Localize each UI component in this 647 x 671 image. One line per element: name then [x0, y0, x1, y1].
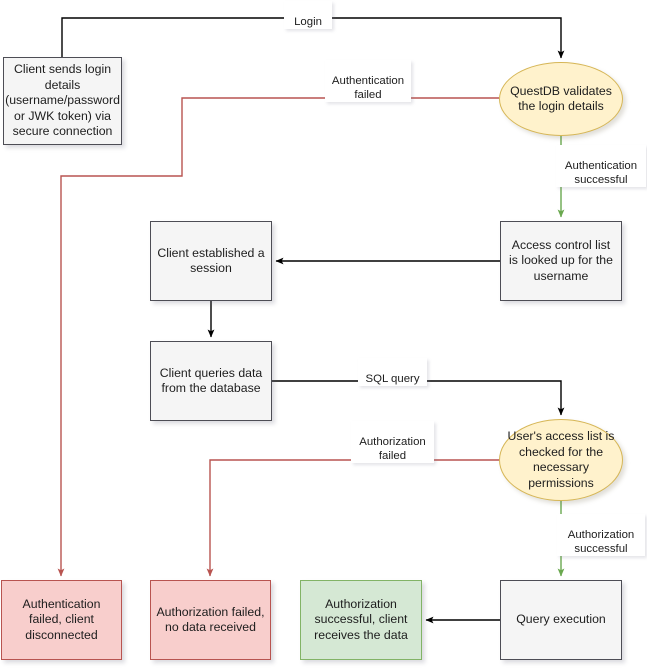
node-query-execution[interactable]: Query execution — [500, 580, 622, 660]
node-user-access-check[interactable]: User's access list is checked for the ne… — [499, 419, 623, 501]
edge-label-text: SQL query — [365, 373, 420, 385]
node-client-queries-data[interactable]: Client queries data from the database — [150, 341, 272, 421]
edge-label-sql-query: SQL query — [358, 358, 427, 386]
node-label: Client sends login details (username/pas… — [5, 62, 120, 139]
node-access-control-list[interactable]: Access control list is looked up for the… — [500, 221, 622, 301]
node-authorization-failed[interactable]: Authorization failed, no data received — [150, 580, 271, 660]
node-label: User's access list is checked for the ne… — [507, 429, 615, 490]
edge-authorization-failed — [206, 459, 499, 577]
edge-label-authorization-successful: Authorization successful — [557, 514, 645, 556]
edge-label-authentication-failed: Authentication failed — [325, 60, 411, 102]
node-client-sends-login-details[interactable]: Client sends login details (username/pas… — [3, 57, 122, 145]
edge-authentication-failed — [57, 97, 499, 577]
node-label: Client queries data from the database — [159, 365, 263, 396]
node-authorization-successful[interactable]: Authorization successful, client receive… — [300, 580, 422, 660]
edge-sql-query — [272, 380, 565, 416]
node-label: Query execution — [516, 612, 606, 627]
node-label: Authentication failed, client disconnect… — [22, 596, 101, 642]
node-client-established-session[interactable]: Client established a session — [150, 221, 272, 301]
edge-label-text: Authentication failed — [331, 75, 405, 101]
node-label: Authorization successful, client receive… — [314, 596, 408, 642]
node-label: Access control list is looked up for the… — [509, 237, 613, 283]
edge-label-text: Authorization successful — [567, 529, 635, 555]
edge-label-text: Authentication successful — [564, 160, 638, 186]
node-label: QuestDB validates the login details — [510, 83, 612, 114]
node-questdb-validates[interactable]: QuestDB validates the login details — [499, 62, 623, 136]
node-label: Authorization failed, no data received — [156, 604, 265, 635]
node-authentication-failed[interactable]: Authentication failed, client disconnect… — [1, 580, 122, 660]
node-label: Client established a session — [157, 245, 265, 276]
edge-label-authorization-failed: Authorization failed — [351, 421, 434, 463]
edge-label-text: Login — [294, 16, 322, 28]
edge-label-authentication-successful: Authentication successful — [556, 145, 646, 187]
edge-label-text: Authorization failed — [359, 436, 426, 462]
edge-label-login: Login — [284, 1, 332, 29]
